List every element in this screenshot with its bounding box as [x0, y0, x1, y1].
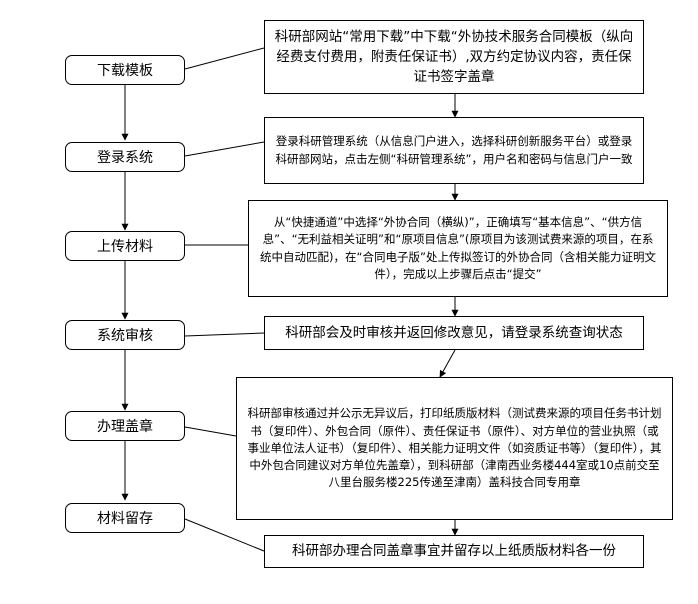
desc-download-template: 科研部网站“常用下载”中下载“外协技术服务合同模板（纵向经费支付费用，附责任保证…: [264, 20, 644, 94]
desc-upload-materials: 从“快捷通道”中选择“外协合同（横纵)”，正确填写“基本信息”、“供方信息”、“…: [248, 200, 668, 297]
connector-step4: [184, 332, 265, 337]
desc-login-system: 登录科研管理系统（从信息门户进入，选择科研创新服务平台）或登录科研部网站，点击左…: [264, 117, 644, 184]
desc-stamping: 科研部审核通过并公示无异议后，打印纸质版材料（测试费来源的项目任务书计划书（复印…: [236, 377, 673, 520]
connector-step6: [184, 518, 265, 552]
step-download-template: 下载模板: [65, 55, 185, 85]
connector-step2: [184, 141, 265, 157]
desc-system-review: 科研部会及时审核并返回修改意见，请登录系统查询状态: [264, 316, 644, 350]
arrow-desc4-to-desc5: [439, 349, 456, 378]
step-material-retention: 材料留存: [65, 503, 185, 533]
connector-step5: [184, 426, 237, 437]
step-login-system: 登录系统: [65, 142, 185, 172]
step-system-review: 系统审核: [65, 320, 185, 350]
step-upload-materials: 上传材料: [65, 231, 185, 261]
connector-step1: [184, 47, 265, 70]
step-stamping: 办理盖章: [65, 411, 185, 441]
desc-material-retention: 科研部办理合同盖章事宜并留存以上纸质版材料各一份: [264, 535, 644, 568]
